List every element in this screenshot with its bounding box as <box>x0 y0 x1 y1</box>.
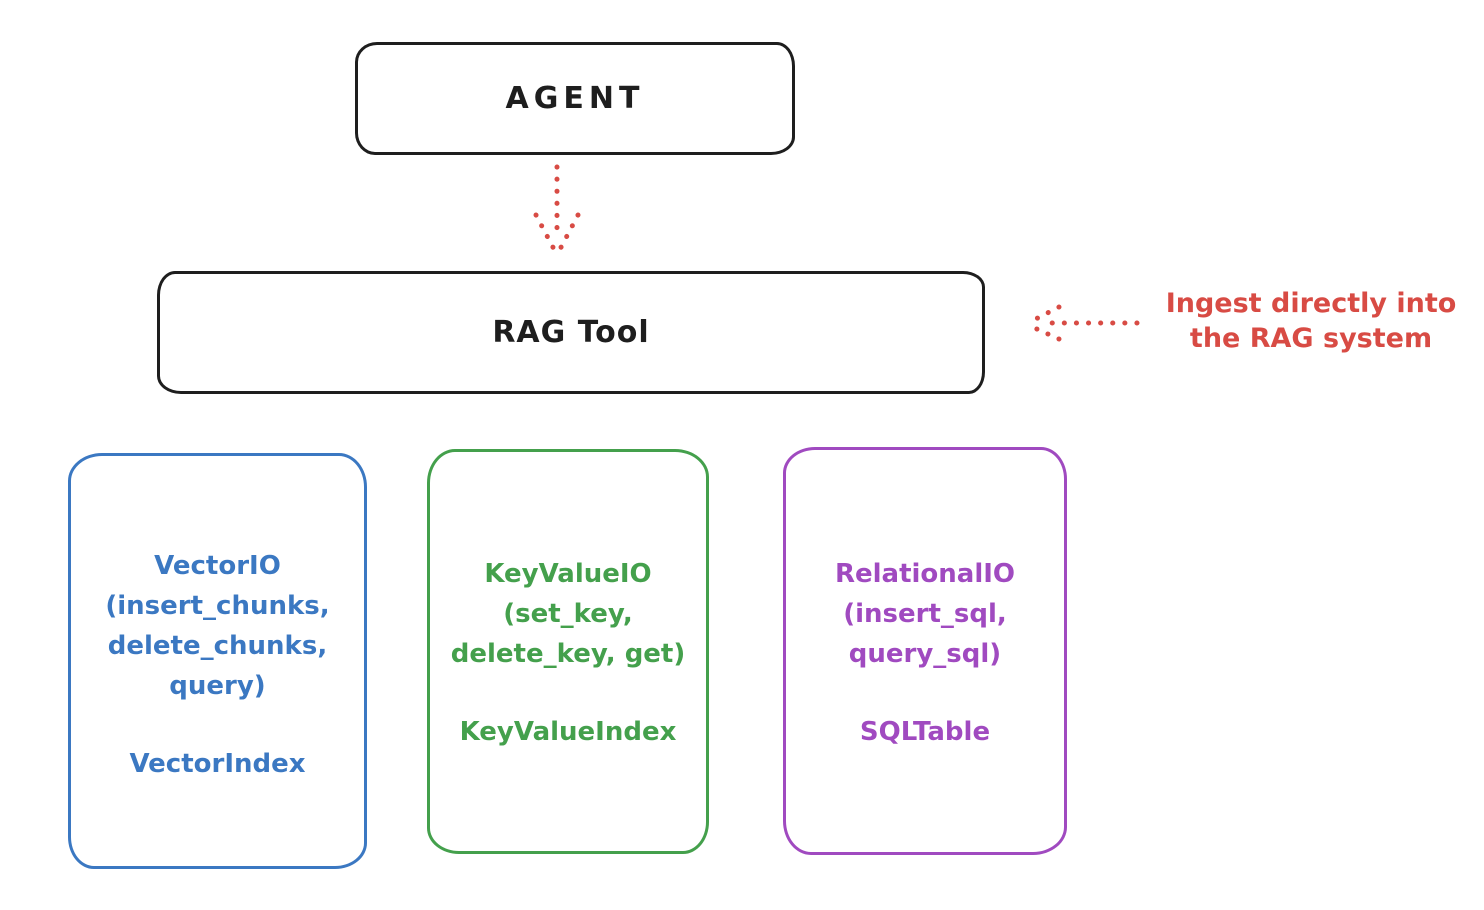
keyvalue-io-methods-line2: delete_key, get) <box>450 639 686 669</box>
agent-to-rag-arrow-icon <box>533 164 581 256</box>
relational-io-title: RelationalIO <box>834 559 1016 589</box>
vector-io-methods-line3: query) <box>169 671 266 701</box>
keyvalue-io-title: KeyValueIO <box>484 559 652 589</box>
vector-index-label: VectorIndex <box>129 749 306 779</box>
vector-io-title: VectorIO <box>154 551 281 581</box>
agent-box: AGENT <box>355 42 795 155</box>
ingest-annotation-line2: the RAG system <box>1189 323 1433 354</box>
sql-table-label: SQLTable <box>859 717 991 747</box>
relational-io-methods-line1: (insert_sql, <box>843 599 1007 629</box>
keyvalue-io-methods-line1: (set_key, <box>503 599 633 629</box>
keyvalue-io-card: KeyValueIO (set_key, delete_key, get) Ke… <box>427 449 709 854</box>
agent-label: AGENT <box>505 81 645 116</box>
vector-io-card: VectorIO (insert_chunks, delete_chunks, … <box>68 453 367 869</box>
rag-tool-box: RAG Tool <box>157 271 985 394</box>
relational-io-card: RelationalIO (insert_sql, query_sql) SQL… <box>783 447 1067 855</box>
keyvalue-index-label: KeyValueIndex <box>459 717 677 747</box>
rag-tool-label: RAG Tool <box>492 315 650 350</box>
relational-io-methods-line2: query_sql) <box>848 639 1002 669</box>
ingest-annotation: Ingest directly into the RAG system <box>1145 286 1477 356</box>
vector-io-methods-line2: delete_chunks, <box>107 631 328 661</box>
vector-io-methods-line1: (insert_chunks, <box>105 591 330 621</box>
annotation-arrow-icon <box>1025 304 1140 342</box>
ingest-annotation-line1: Ingest directly into <box>1165 288 1457 319</box>
